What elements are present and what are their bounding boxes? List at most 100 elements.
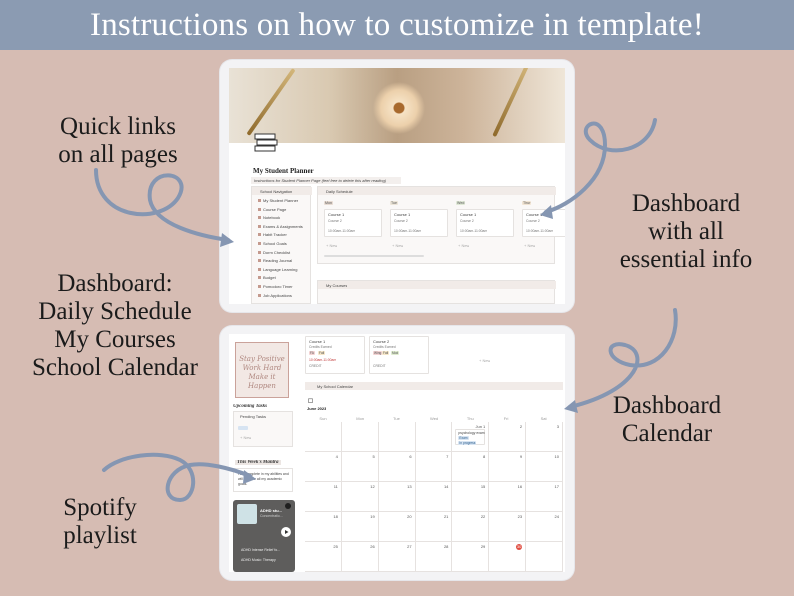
nav-item[interactable]: Reading Journal [258,258,310,263]
day-number: 28 [443,544,449,549]
weekday-label: Fri [503,416,509,421]
course-label: Course 2 [328,219,342,223]
new-button[interactable]: + New [326,243,338,248]
calendar-day[interactable]: 22 [452,512,490,542]
calendar-day[interactable]: 24 [526,512,563,542]
calendar-day[interactable]: 7 [415,452,453,482]
nav-item-label: Reading Journal [263,258,293,264]
callout-dashboard-calendar: Dashboard Calendar [592,392,742,448]
calendar-day[interactable]: 5 [341,452,379,482]
calendar-day[interactable]: 13 [378,482,416,512]
mantra-box: I am complete in my abilities and will a… [233,468,293,492]
cover-image [229,68,565,143]
course-sub: Credits Earned [373,345,396,349]
new-button[interactable]: + New [392,243,404,248]
calendar-day[interactable] [305,422,342,452]
weekday-label: Tue [393,416,400,421]
calendar-day[interactable] [526,542,563,572]
courses-header: My Courses [326,283,348,288]
arrow-spotify [102,452,252,503]
calendar-day[interactable]: 11 [305,482,342,512]
calendar-day[interactable]: 26 [341,542,379,572]
calendar-day[interactable]: 3 [526,422,563,452]
nav-item[interactable]: Course Page [258,207,310,212]
nav-item[interactable]: Pomodoro Timer [258,284,310,289]
calendar-day[interactable] [415,422,453,452]
arrow-dashboard-info [544,118,657,214]
course-time: 10:00am-11:00am [460,229,488,233]
course-name: Course 1 [328,212,345,217]
calendar-day[interactable]: 4 [305,452,342,482]
day-number: 17 [554,484,559,489]
calendar-day[interactable]: 20 [378,512,416,542]
calendar-day[interactable]: 27 [378,542,416,572]
calendar-day[interactable]: 19 [341,512,379,542]
day-number: 23 [517,514,523,519]
nav-item[interactable]: Exams & Assignments [258,224,310,229]
tablet-dashboard: My Student Planner Instructions for Stud… [220,60,574,312]
course-name: Course 1 [309,339,326,344]
nav-item[interactable]: My Student Planner [258,198,310,203]
calendar-day[interactable]: 10 [526,452,563,482]
new-button[interactable]: + New [458,243,470,248]
calendar-day[interactable]: 25 [305,542,342,572]
quote-line: Work Hard [242,364,282,372]
calendar-day[interactable]: 9 [489,452,527,482]
nav-item[interactable]: Budget [258,275,310,280]
calendar-day[interactable]: 28 [415,542,453,572]
calendar-day[interactable] [378,422,416,452]
calendar-day[interactable]: 30 [489,542,527,572]
track-item[interactable]: ADHD Intense Relief fo... [241,548,281,552]
calendar-day[interactable] [341,422,379,452]
calendar-day[interactable]: 15 [452,482,490,512]
nav-item[interactable]: Dorm Checklist [258,250,310,255]
calendar-day[interactable]: 16 [489,482,527,512]
album-title: ADHD stu... [260,508,282,513]
weekday-label: Sun [319,416,327,421]
spotify-widget[interactable]: ADHD stu... Concentratio... ADHD Intense… [233,500,295,572]
calendar-day[interactable]: 21 [415,512,453,542]
calendar-day[interactable]: 18 [305,512,342,542]
calendar-day[interactable]: 2 [489,422,527,452]
page-icon [258,233,261,237]
nav-item[interactable]: Habit Tracker [258,232,310,237]
calendar-day[interactable]: 12 [341,482,379,512]
calendar-day[interactable]: 6 [378,452,416,482]
play-icon[interactable] [281,527,291,537]
nav-item[interactable]: Job Applications [258,293,310,298]
callout-line: Calendar [621,420,713,447]
calendar-day[interactable]: 23 [489,512,527,542]
calendar-day[interactable]: 8 [452,452,490,482]
track-item[interactable]: ADHD Music: Therapy [241,558,276,562]
nav-item[interactable]: Language Learning [258,267,310,272]
page-icon [258,216,261,220]
my-courses: My Courses [317,280,556,304]
new-course-button[interactable]: + New [479,358,491,363]
page-icon [258,250,261,254]
course-extra: CREDIT [373,364,386,368]
scrollbar[interactable] [324,255,424,257]
day-number: 27 [407,544,412,549]
calendar-day[interactable]: 29 [452,542,490,572]
nav-item[interactable]: Notebook [258,215,310,220]
nav-item[interactable]: School Goals [258,241,310,246]
quote-line: Make it Happen [248,373,276,390]
calendar-day[interactable]: 17 [526,482,563,512]
new-button[interactable]: + New [524,243,536,248]
instructions-toggle[interactable]: Instructions for Student Planner Page (f… [251,177,401,184]
callout-spotify: Spotify playlist [40,494,160,550]
new-task-button[interactable]: + New [240,435,252,440]
course-sub: Credits Earned [309,345,332,349]
callout-line: with all [648,218,724,245]
day-number: 12 [370,484,375,489]
calendar-day[interactable]: 14 [415,482,453,512]
